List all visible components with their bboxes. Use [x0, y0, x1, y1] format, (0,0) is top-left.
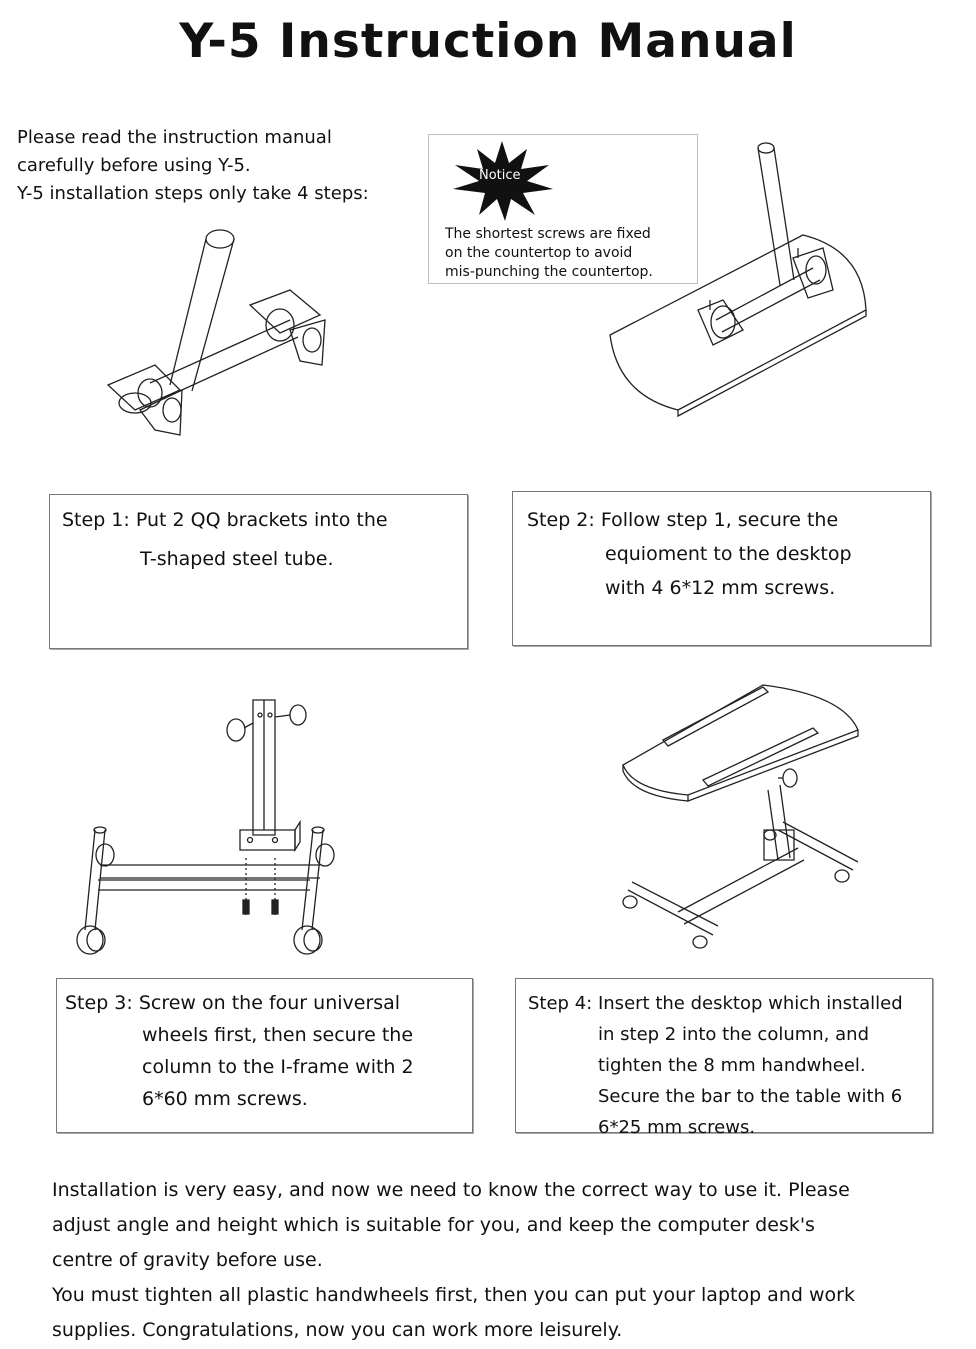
step-2-label: Step 2: — [527, 509, 595, 531]
step-1-label: Step 1: — [62, 509, 130, 531]
step-3-text: Screw on the four universal — [138, 992, 401, 1014]
page-title: Y-5 Instruction Manual — [179, 14, 797, 69]
step-2-text: Follow step 1, secure the — [600, 509, 839, 531]
step-3-line: 6*60 mm screws. — [142, 1088, 308, 1110]
starburst-icon — [453, 141, 553, 221]
notice-box: Notice The shortest screws are fixed on … — [428, 134, 698, 284]
intro-line: Y-5 installation steps only take 4 steps… — [17, 183, 369, 204]
step-3-line: wheels first, then secure the — [142, 1024, 414, 1046]
step-4-line: Step 4: Insert the desktop which install… — [528, 988, 903, 1019]
t-tube-illustration — [100, 225, 340, 440]
closing-line: centre of gravity before use. — [52, 1249, 323, 1271]
step-4-line: tighten the 8 mm handwheel. — [598, 1055, 866, 1076]
step-2-line: equioment to the desktop — [605, 543, 852, 565]
notice-line: The shortest screws are fixed — [445, 226, 651, 242]
step-1-box: Step 1: Put 2 QQ brackets into the T-sha… — [49, 494, 468, 649]
step-1-line: Step 1: Put 2 QQ brackets into the — [62, 503, 388, 538]
closing-line: supplies. Congratulations, now you can w… — [52, 1319, 623, 1341]
notice-line: mis-punching the countertop. — [445, 264, 653, 280]
step-3-line: column to the I-frame with 2 — [142, 1056, 414, 1078]
step-4-box: Step 4: Insert the desktop which install… — [515, 978, 933, 1138]
step-3-label: Step 3: — [65, 992, 133, 1014]
step-1-line: T-shaped steel tube. — [140, 548, 334, 570]
step-4-label: Step 4: — [528, 993, 593, 1014]
step-1-text: Put 2 QQ brackets into the — [135, 509, 388, 531]
notice-line: on the countertop to avoid — [445, 245, 633, 261]
i-frame-illustration — [70, 690, 345, 960]
step-4-line: Secure the bar to the table with 6 — [598, 1086, 903, 1107]
assembled-desk-illustration — [618, 680, 880, 952]
step-4-line: 6*25 mm screws. — [598, 1117, 756, 1138]
step-4-line: in step 2 into the column, and — [598, 1024, 869, 1045]
closing-text: Installation is very easy, and now we ne… — [52, 1173, 952, 1348]
intro-line: carefully before using Y-5. — [17, 155, 251, 176]
step-2-box: Step 2: Follow step 1, secure the equiom… — [512, 491, 931, 646]
intro-line: Please read the instruction manual — [17, 127, 332, 148]
closing-line: adjust angle and height which is suitabl… — [52, 1214, 815, 1236]
step-2-line: Step 2: Follow step 1, secure the — [527, 503, 838, 538]
closing-line: You must tighten all plastic handwheels … — [52, 1284, 855, 1306]
notice-text: The shortest screws are fixed on the cou… — [445, 225, 695, 282]
step-3-line: Step 3: Screw on the four universal — [65, 986, 400, 1021]
step-2-line: with 4 6*12 mm screws. — [605, 577, 836, 599]
notice-badge: Notice — [479, 168, 521, 183]
desktop-mount-illustration — [598, 140, 878, 420]
step-4-text: Insert the desktop which installed — [597, 993, 903, 1014]
step-3-box: Step 3: Screw on the four universal whee… — [56, 978, 473, 1133]
closing-line: Installation is very easy, and now we ne… — [52, 1179, 850, 1201]
intro-text: Please read the instruction manual caref… — [17, 124, 369, 208]
